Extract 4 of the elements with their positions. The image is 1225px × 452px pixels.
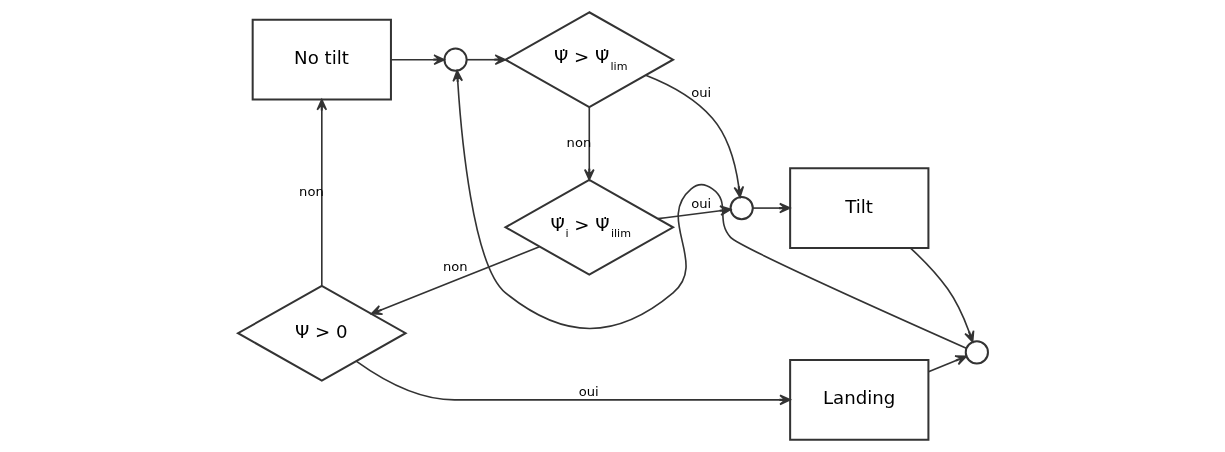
edge-label: oui (690, 196, 711, 212)
edge-label: oui (690, 85, 711, 101)
edge-label: non (442, 259, 468, 275)
edge-label: oui (578, 384, 599, 400)
